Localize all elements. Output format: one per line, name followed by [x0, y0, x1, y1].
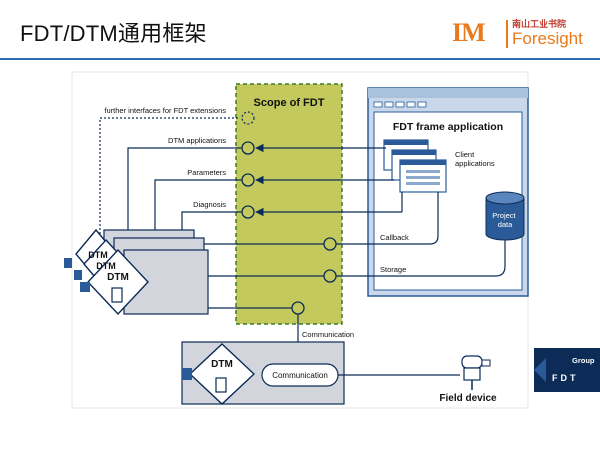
parameters-port — [241, 173, 255, 187]
slide-title: FDT/DTM通用框架 — [20, 21, 207, 46]
project-data-cylinder — [485, 191, 525, 241]
fdt-group-text: FDT — [552, 373, 579, 383]
communication-label: Communication — [302, 330, 354, 339]
logo-foresight: Foresight — [512, 29, 583, 48]
dtm-applications-port — [241, 141, 255, 155]
storage-port — [323, 269, 337, 283]
dtm-label-middle: DTM — [96, 261, 116, 271]
dtm-stack — [64, 228, 209, 316]
further-interfaces-line — [99, 117, 240, 250]
storage-link — [336, 240, 506, 277]
client-app-windows — [383, 139, 447, 193]
client-apps-label: Client applications — [455, 150, 495, 168]
scope-of-fdt-region — [235, 83, 343, 325]
diagnosis-line — [181, 211, 242, 234]
parameters-label: Parameters — [187, 168, 226, 177]
further-interfaces-port — [241, 111, 255, 125]
communication-pill-label: Communication — [272, 371, 328, 380]
communication-dtm-slot — [215, 377, 227, 393]
communication-dtm-label: DTM — [211, 359, 233, 370]
dtm-label-back: DTM — [88, 250, 108, 260]
callback-label: Callback — [380, 233, 409, 242]
storage-label: Storage — [380, 265, 406, 274]
fdt-group-logo — [534, 348, 600, 392]
project-data-label-line2: data — [498, 220, 513, 229]
logo-chinese: 南山工业书院 — [512, 19, 567, 29]
project-data-label-line1: Project — [492, 211, 516, 220]
field-device-icon — [461, 355, 491, 390]
logo-im: IM — [452, 18, 486, 47]
diagnosis-label: Diagnosis — [193, 200, 226, 209]
dtm-applications-label: DTM applications — [168, 136, 226, 145]
frame-titlebar — [368, 88, 528, 98]
frame-toolbar — [373, 101, 427, 108]
project-data-label: Project data — [492, 211, 517, 229]
dtm-applications-line — [127, 147, 242, 230]
title-rule — [0, 58, 600, 60]
client-apps-label-line2: applications — [455, 159, 495, 168]
dtm-label-front: DTM — [107, 272, 129, 283]
further-interfaces-label: further interfaces for FDT extensions — [104, 106, 226, 115]
communication-port — [291, 301, 305, 315]
scope-of-fdt-label: Scope of FDT — [254, 97, 325, 109]
diagnosis-port — [241, 205, 255, 219]
logo-divider — [506, 20, 508, 48]
field-device-label: Field device — [439, 393, 497, 404]
publisher-logo: IM 南山工业书院 Foresight — [452, 14, 583, 54]
communication-dtm-tab — [182, 368, 192, 380]
callback-link — [336, 192, 439, 245]
client-apps-label-line1: Client — [455, 150, 475, 159]
callback-port — [323, 237, 337, 251]
parameters-line — [154, 179, 242, 232]
communication-dtm-diamond — [188, 343, 256, 405]
fdt-group-label: Group — [572, 356, 595, 365]
frame-label: FDT frame application — [393, 121, 503, 133]
